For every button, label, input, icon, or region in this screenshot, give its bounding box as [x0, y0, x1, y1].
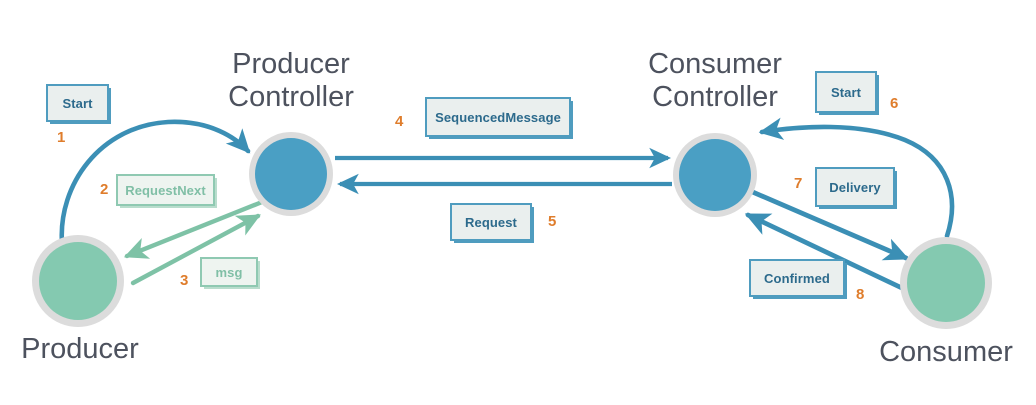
- consumer-title: Consumer: [879, 336, 1013, 368]
- step-number-8: 8: [856, 286, 865, 303]
- arrow-7-delivery: [745, 187, 910, 261]
- message-box-request-next[interactable]: RequestNext: [116, 174, 215, 206]
- arrow-8-confirmed: [744, 212, 907, 292]
- arrow-6-start-to-consumer-controller: [758, 117, 955, 239]
- producer-controller-title: Producer Controller: [206, 48, 376, 114]
- producer-node[interactable]: [39, 242, 117, 320]
- producer-controller-title-line2: Controller: [228, 80, 354, 113]
- step-number-5: 5: [548, 213, 557, 230]
- message-box-start-consumer[interactable]: Start: [815, 71, 877, 113]
- consumer-controller-node[interactable]: [679, 139, 751, 211]
- step-number-2: 2: [100, 181, 109, 198]
- step-number-6: 6: [890, 95, 899, 112]
- message-box-confirmed[interactable]: Confirmed: [749, 259, 845, 297]
- message-box-sequenced-message[interactable]: SequencedMessage: [425, 97, 571, 137]
- consumer-controller-title-line2: Controller: [652, 80, 778, 113]
- producer-title: Producer: [21, 333, 139, 365]
- consumer-controller-title: Consumer Controller: [630, 48, 800, 114]
- producer-controller-title-line1: Producer: [232, 48, 350, 80]
- message-box-request[interactable]: Request: [450, 203, 532, 241]
- message-box-delivery[interactable]: Delivery: [815, 167, 895, 207]
- producer-controller-node[interactable]: [255, 138, 327, 210]
- consumer-controller-title-line1: Consumer: [648, 48, 782, 80]
- arrow-3-msg: [130, 213, 261, 286]
- arrow-1-start-to-producer-controller: [59, 119, 251, 246]
- arrow-2-requestnext: [123, 199, 265, 259]
- consumer-node[interactable]: [907, 244, 985, 322]
- step-number-7: 7: [794, 175, 803, 192]
- step-number-3: 3: [180, 272, 189, 289]
- step-number-1: 1: [57, 129, 66, 146]
- message-box-start-producer[interactable]: Start: [46, 84, 109, 122]
- message-box-msg[interactable]: msg: [200, 257, 258, 287]
- step-number-4: 4: [395, 113, 404, 130]
